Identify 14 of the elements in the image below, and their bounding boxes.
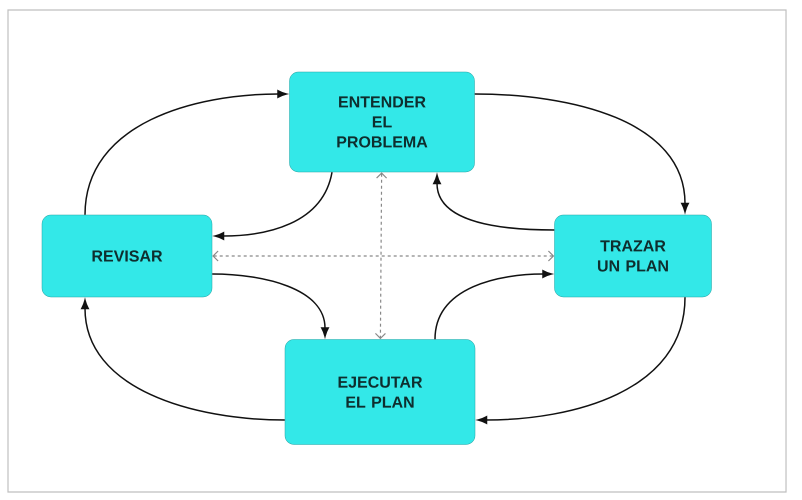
arrow: [84, 90, 287, 215]
arrow: [433, 174, 554, 231]
arrow: [81, 300, 285, 421]
arrow: [375, 172, 388, 340]
arrow: [434, 270, 552, 340]
process-box: ENTENDER EL PROBLEMA: [289, 72, 475, 172]
arrow: [212, 250, 554, 262]
arrow: [212, 273, 329, 337]
arrow: [478, 297, 686, 424]
arrow: [214, 172, 333, 240]
process-box: REVISAR: [42, 214, 212, 298]
arrow: [474, 93, 689, 212]
process-box: EJECUTAR EL PLAN: [284, 339, 476, 445]
process-box: TRAZAR UN PLAN: [554, 214, 712, 298]
